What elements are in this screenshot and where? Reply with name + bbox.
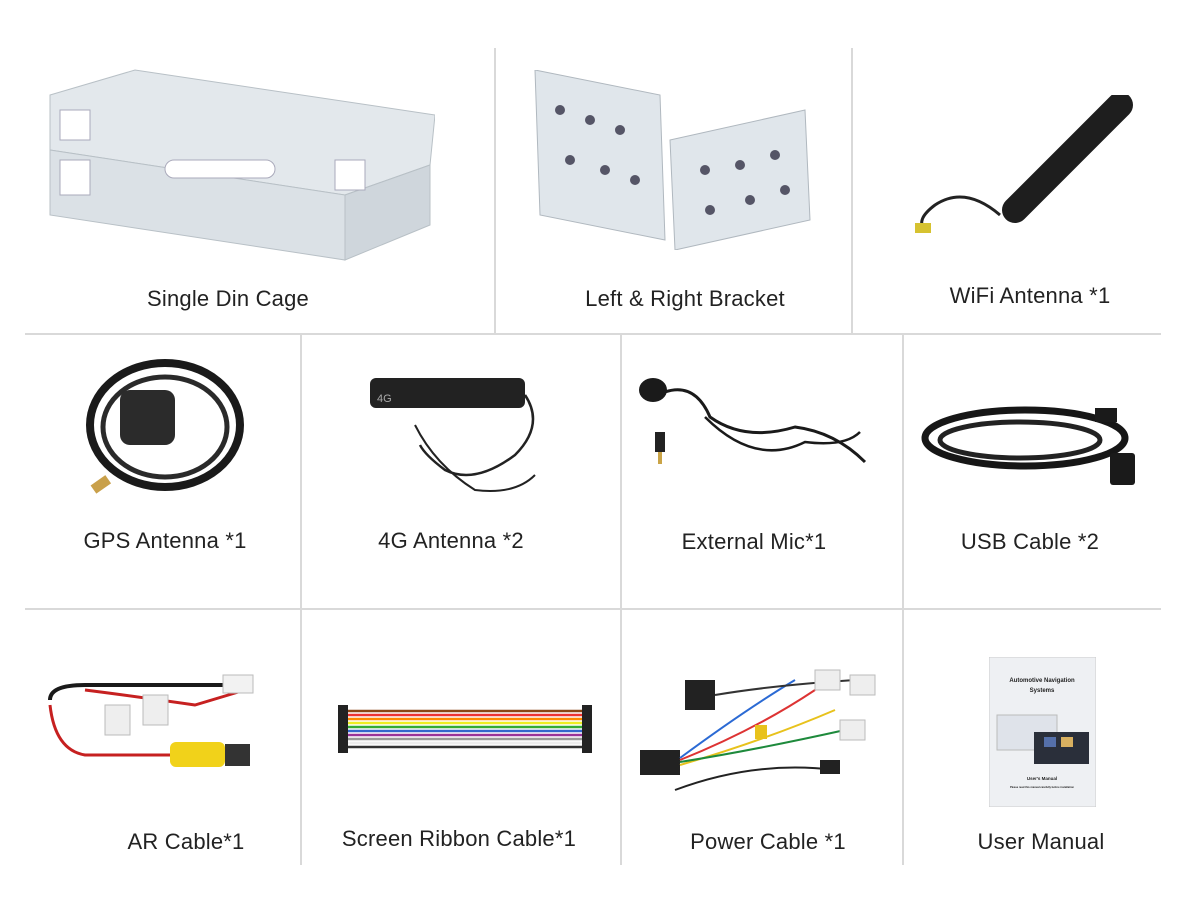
item-wifi-antenna: WiFi Antenna *1: [0, 0, 1133, 308]
item-label: WiFi Antenna *1: [949, 283, 1111, 308]
item-power-cable: Power Cable *1: [0, 0, 876, 854]
item-label: AR Cable*1: [127, 829, 245, 854]
manual-image: Automotive Navigation Systems User's Man…: [989, 657, 1096, 807]
manual-title-2: Systems: [1030, 688, 1055, 694]
divider: [851, 48, 853, 333]
usb-cable-image: [921, 406, 1135, 485]
divider: [620, 335, 622, 865]
item-ar-cable: AR Cable*1: [0, 0, 254, 854]
item-external-mic: External Mic*1: [0, 0, 867, 554]
divider: [494, 48, 496, 333]
manual-title: Automotive Navigation: [1009, 678, 1075, 684]
item-usb-cable: USB Cable *2: [0, 0, 1135, 554]
antenna-mark: 4G: [377, 393, 392, 405]
item-label: Screen Ribbon Cable*1: [341, 826, 577, 851]
mic-image: [639, 378, 867, 464]
item-label: GPS Antenna *1: [83, 528, 247, 553]
divider: [25, 333, 1161, 335]
item-label: User Manual: [977, 829, 1105, 854]
din-cage-image: [49, 69, 435, 261]
ribbon-cable-image: [338, 705, 592, 753]
item-screen-ribbon-cable: Screen Ribbon Cable*1: [0, 0, 592, 851]
item-gps-antenna: GPS Antenna *1: [0, 0, 246, 553]
4g-antenna-image: 4G: [370, 378, 536, 492]
divider: [300, 335, 302, 865]
item-left-right-bracket: Left & Right Bracket: [0, 0, 811, 311]
manual-subtitle: User's Manual: [1027, 776, 1057, 781]
item-label: Left & Right Bracket: [585, 286, 785, 311]
ar-cable-image: [48, 674, 254, 767]
item-label: 4G Antenna *2: [378, 528, 524, 553]
item-label: USB Cable *2: [960, 529, 1100, 554]
power-cable-image: [640, 669, 876, 791]
divider: [902, 335, 904, 865]
item-label: Power Cable *1: [690, 829, 846, 854]
wifi-antenna-image: [915, 95, 1133, 233]
item-4g-antenna: 4G 4G Antenna *2: [0, 0, 536, 553]
item-single-din-cage: Single Din Cage: [0, 0, 494, 333]
divider: [25, 608, 1161, 610]
bracket-image: [534, 70, 811, 250]
item-user-manual: Automotive Navigation Systems User's Man…: [0, 0, 1104, 854]
gps-antenna-image: [86, 359, 244, 494]
item-label: External Mic*1: [681, 529, 827, 554]
manual-note: Please read this manual carefully before…: [1010, 785, 1074, 789]
item-label: Single Din Cage: [147, 286, 309, 311]
